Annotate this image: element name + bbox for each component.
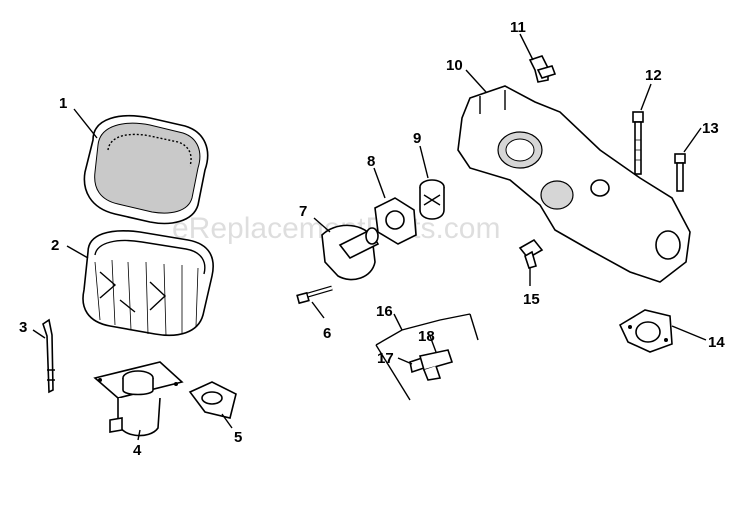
callout-1: 1 <box>59 95 67 112</box>
callout-3: 3 <box>19 319 27 336</box>
part-5-gasket[interactable] <box>188 381 237 419</box>
callout-18: 18 <box>418 328 435 345</box>
callout-6: 6 <box>323 325 331 342</box>
callout-13: 13 <box>702 120 719 137</box>
callout-15: 15 <box>523 291 540 308</box>
part-4-intake-elbow[interactable] <box>93 361 184 437</box>
part-13-bolt[interactable] <box>674 153 686 192</box>
callout-11: 11 <box>510 19 526 36</box>
callout-17: 17 <box>377 350 394 367</box>
callout-4: 4 <box>133 442 142 459</box>
part-7-water-outlet[interactable] <box>321 224 380 281</box>
callout-9: 9 <box>413 130 421 147</box>
part-9-thermostat[interactable] <box>419 179 445 220</box>
part-12-bolt[interactable] <box>632 111 644 175</box>
part-10-intake-manifold[interactable] <box>457 85 691 283</box>
callout-12: 12 <box>645 67 662 84</box>
callout-10: 10 <box>446 57 463 74</box>
callout-8: 8 <box>367 153 375 170</box>
callout-16: 16 <box>376 303 393 320</box>
part-1-precleaner[interactable] <box>83 115 209 225</box>
part-3-breather-tube[interactable] <box>42 318 55 394</box>
part-16-assembly-bracket <box>375 313 479 401</box>
callout-7: 7 <box>299 203 307 220</box>
callout-5: 5 <box>234 429 242 446</box>
leader-lines <box>32 33 707 441</box>
part-14-gasket[interactable] <box>618 309 673 353</box>
part-18-sensor[interactable] <box>418 349 454 381</box>
part-11-elbow-fitting[interactable] <box>528 55 557 83</box>
callout-14: 14 <box>708 334 725 351</box>
part-8-gasket[interactable] <box>374 197 417 245</box>
part-6-bolt[interactable] <box>296 285 333 305</box>
part-15-temperature-sensor[interactable] <box>518 238 544 269</box>
callout-2: 2 <box>51 237 59 254</box>
part-2-filter-element[interactable] <box>82 230 214 337</box>
